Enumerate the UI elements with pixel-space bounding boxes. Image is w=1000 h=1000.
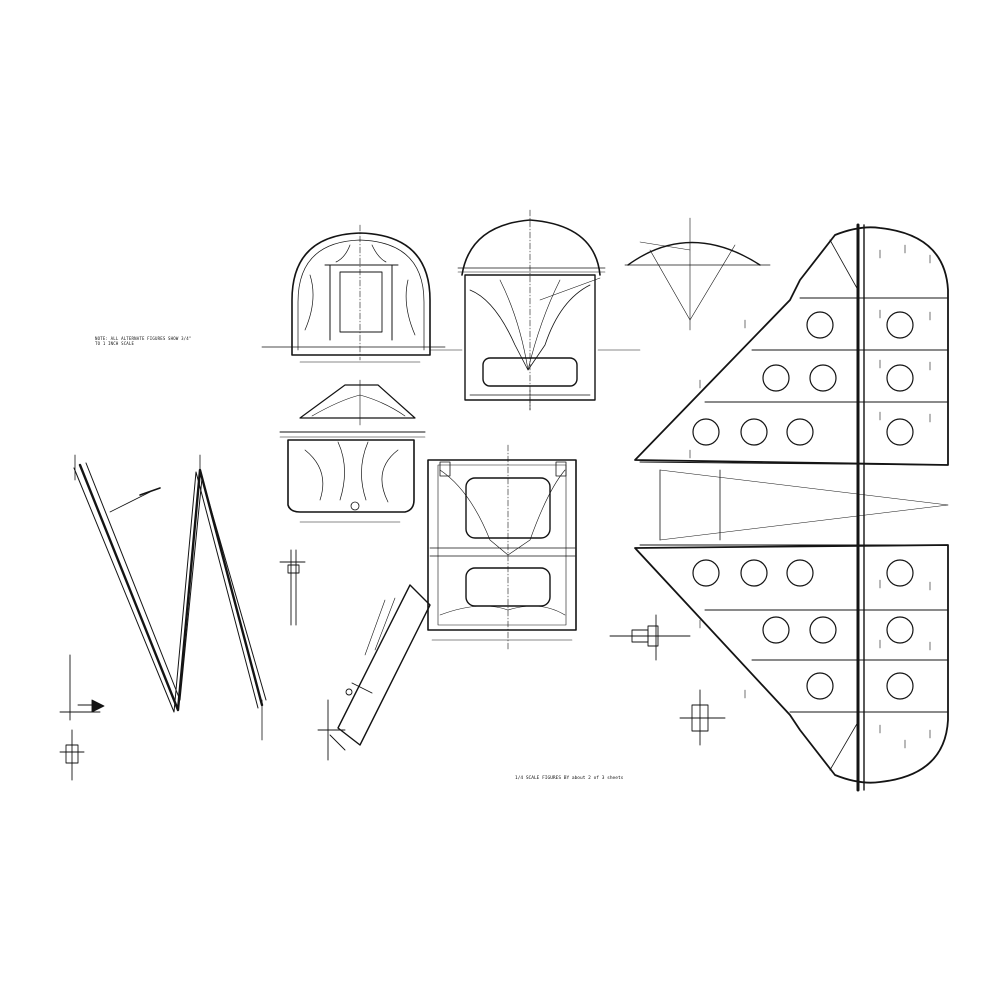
bolt-fitting-detail — [609, 614, 726, 746]
tail-plan-view — [634, 223, 949, 792]
general-note: NOTE: ALL ALTERNATE FIGURES SHOW 3/4" TO… — [95, 336, 192, 346]
former-2-drawing — [279, 431, 426, 523]
strut-end-detail — [59, 654, 105, 781]
former-1-drawing — [261, 224, 446, 363]
former-4-drawing — [427, 444, 577, 651]
former-3-drawing — [429, 209, 641, 411]
arc-detail — [624, 217, 771, 331]
sheet-note: 1/4 SCALE FIGURES BY about 2 of 3 sheets — [515, 776, 624, 781]
top-cap-detail — [299, 379, 416, 426]
cabane-strut-assembly — [73, 454, 267, 741]
fitting-details — [279, 549, 431, 761]
